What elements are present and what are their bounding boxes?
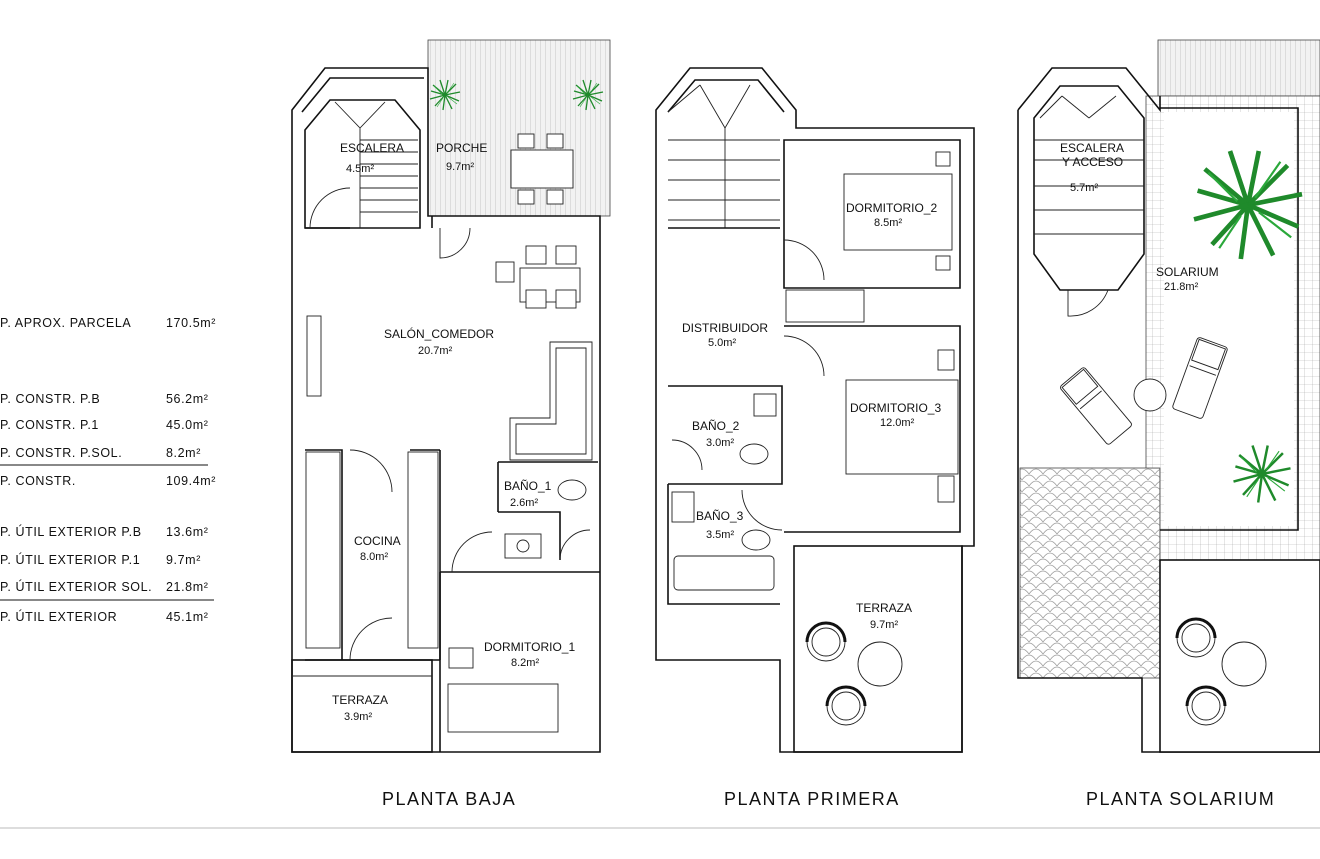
surface-value: 170.5m²	[166, 316, 216, 330]
room-name: TERRAZA	[856, 601, 912, 615]
surface-label: P. CONSTR. P.B	[0, 392, 100, 406]
sofa	[509, 341, 593, 461]
room-name: PORCHE	[436, 141, 487, 155]
room-name: ESCALERA	[340, 141, 404, 155]
surface-table: P. APROX. PARCELA 170.5m² P. CONSTR. P.B…	[0, 316, 216, 624]
room-name: BAÑO_3	[696, 509, 744, 523]
room-area: 4.5m²	[346, 163, 374, 175]
surface-label: P. ÚTIL EXTERIOR P.1	[0, 552, 140, 567]
surface-value: 8.2m²	[166, 446, 201, 460]
room-name: DORMITORIO_3	[850, 401, 941, 415]
surface-row: P. CONSTR. P.SOL. 8.2m²	[0, 446, 201, 460]
room-area: 5.7m²	[1070, 182, 1098, 194]
surface-row: P. ÚTIL EXTERIOR P.1 9.7m²	[0, 552, 201, 567]
surface-value: 45.1m²	[166, 610, 209, 624]
plan-planta-solarium: ESCALERA Y ACCESO 5.7m² SOLARIUM 21.8m² …	[1017, 39, 1320, 809]
room-name: BAÑO_2	[692, 419, 740, 433]
room-area: 21.8m²	[1164, 281, 1199, 293]
surface-label: P. ÚTIL EXTERIOR P.B	[0, 524, 142, 539]
bed	[845, 379, 959, 475]
surface-row: P. APROX. PARCELA 170.5m²	[0, 316, 216, 330]
terraza-outline	[793, 545, 963, 753]
surface-row: P. CONSTR. P.B 56.2m²	[0, 392, 209, 406]
porch-table	[510, 149, 574, 189]
surface-row: P. ÚTIL EXTERIOR 45.1m²	[0, 609, 209, 624]
side-table	[1221, 641, 1267, 687]
kitchen-counter	[407, 451, 439, 649]
room-area: 8.5m²	[874, 217, 902, 229]
room-name: SALÓN_COMEDOR	[384, 326, 494, 341]
surface-label: P. CONSTR. P.1	[0, 418, 99, 432]
room-area: 9.7m²	[446, 161, 474, 173]
room-area: 8.0m²	[360, 551, 388, 563]
plan-title: PLANTA BAJA	[382, 789, 516, 809]
room-area: 3.5m²	[706, 529, 734, 541]
surface-value: 13.6m²	[166, 525, 209, 539]
kitchen-counter	[305, 451, 341, 649]
surface-row: P. CONSTR. P.1 45.0m²	[0, 418, 209, 432]
outer-wall	[655, 67, 975, 753]
side-table	[857, 641, 903, 687]
surface-row: P. ÚTIL EXTERIOR SOL. 21.8m²	[0, 579, 209, 594]
room-name: DORMITORIO_1	[484, 640, 575, 654]
room-area: 20.7m²	[418, 345, 453, 357]
room-name: TERRAZA	[332, 693, 388, 707]
surface-row: P. ÚTIL EXTERIOR P.B 13.6m²	[0, 524, 209, 539]
terraza-outline	[291, 659, 433, 753]
tv-unit	[306, 315, 322, 397]
toilet-icon	[741, 529, 771, 551]
nightstand	[448, 647, 474, 669]
bed	[447, 683, 559, 733]
dining-table	[495, 245, 581, 309]
bed	[843, 173, 953, 251]
surface-value: 21.8m²	[166, 580, 209, 594]
bathtub	[673, 555, 775, 591]
room-area: 3.9m²	[344, 711, 372, 723]
surface-label: P. ÚTIL EXTERIOR SOL.	[0, 579, 152, 594]
room-name: DISTRIBUIDOR	[682, 321, 768, 335]
surface-row: P. CONSTR. 109.4m²	[0, 474, 216, 488]
room-area: 12.0m²	[880, 417, 915, 429]
surface-value: 56.2m²	[166, 392, 209, 406]
room-name: ESCALERA	[1060, 141, 1124, 155]
roof-tiles	[1157, 39, 1320, 97]
room-name: DORMITORIO_2	[846, 201, 937, 215]
surface-label: P. APROX. PARCELA	[0, 316, 131, 330]
room-name: Y ACCESO	[1062, 155, 1123, 169]
sun-lounger	[1058, 366, 1134, 446]
plan-title: PLANTA PRIMERA	[724, 789, 900, 809]
toilet-icon	[739, 443, 769, 465]
plan-title: PLANTA SOLARIUM	[1086, 789, 1275, 809]
room-name: BAÑO_1	[504, 479, 552, 493]
sink-icon	[504, 533, 542, 559]
side-table	[1133, 378, 1167, 412]
room-area: 8.2m²	[511, 657, 539, 669]
surface-value: 9.7m²	[166, 553, 201, 567]
sink-icon	[671, 491, 695, 523]
surface-label: P. CONSTR.	[0, 474, 76, 488]
wardrobe	[785, 289, 865, 323]
plan-planta-primera: DORMITORIO_2 8.5m² DISTRIBUIDOR 5.0m² DO…	[655, 67, 975, 809]
room-area: 2.6m²	[510, 497, 538, 509]
surface-label: P. ÚTIL EXTERIOR	[0, 609, 117, 624]
plan-planta-baja: ESCALERA 4.5m² PORCHE 9.7m² SALÓN_COMEDO…	[291, 39, 611, 809]
room-area: 3.0m²	[706, 437, 734, 449]
room-name: COCINA	[354, 534, 401, 548]
surface-value: 45.0m²	[166, 418, 209, 432]
room-name: SOLARIUM	[1156, 265, 1219, 279]
surface-label: P. CONSTR. P.SOL.	[0, 446, 122, 460]
room-area: 9.7m²	[870, 619, 898, 631]
room-area: 5.0m²	[708, 337, 736, 349]
roof-tiles	[1019, 467, 1161, 679]
stair-well	[1033, 85, 1145, 291]
surface-value: 109.4m²	[166, 474, 216, 488]
toilet-icon	[557, 479, 587, 501]
